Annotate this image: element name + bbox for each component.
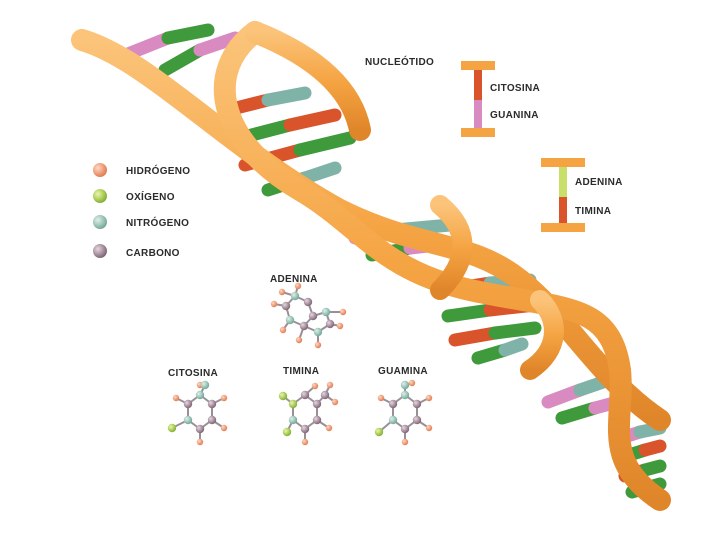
hydrogen-atom-icon <box>93 163 107 177</box>
legend-label: CARBONO <box>126 248 180 259</box>
nitrogen-atom-icon <box>93 215 107 229</box>
base-pair <box>228 93 305 110</box>
adenina-molecule-icon <box>271 283 346 348</box>
molecules: ADENINA CITOSINA TIMINA GUAMINA <box>168 274 432 445</box>
legend-label: NITRÓGENO <box>126 216 189 229</box>
atom-legend: HIDRÓGENO OXÍGENO NITRÓGENO CARBONO <box>93 163 190 259</box>
citosina-molecule-icon <box>168 381 227 445</box>
oxygen-atom-icon <box>93 189 107 203</box>
legend-label: HIDRÓGENO <box>126 164 190 177</box>
base-pair <box>240 115 335 138</box>
adenina-molecule-label: ADENINA <box>270 274 318 285</box>
nucleotide-timina-label: TIMINA <box>575 206 611 217</box>
nucleotide-key: NUCLEÓTIDO CITOSINA GUANINA ADENINA TIMI… <box>365 55 623 232</box>
nucleotide-guanina-label: GUANINA <box>490 110 539 121</box>
timina-molecule-icon <box>279 382 338 445</box>
guamina-molecule-icon <box>375 380 432 445</box>
nucleotide-cg-symbol <box>461 61 495 137</box>
timina-molecule-label: TIMINA <box>283 366 319 377</box>
nucleotide-adenina-label: ADENINA <box>575 177 623 188</box>
guamina-molecule-label: GUAMINA <box>378 366 428 377</box>
citosina-molecule-label: CITOSINA <box>168 368 218 379</box>
nucleotide-title: NUCLEÓTIDO <box>365 55 434 68</box>
carbon-atom-icon <box>93 244 107 258</box>
nucleotide-at-symbol <box>541 158 585 232</box>
legend-label: OXÍGENO <box>126 190 175 203</box>
base-pair <box>478 344 522 358</box>
nucleotide-citosina-label: CITOSINA <box>490 83 540 94</box>
